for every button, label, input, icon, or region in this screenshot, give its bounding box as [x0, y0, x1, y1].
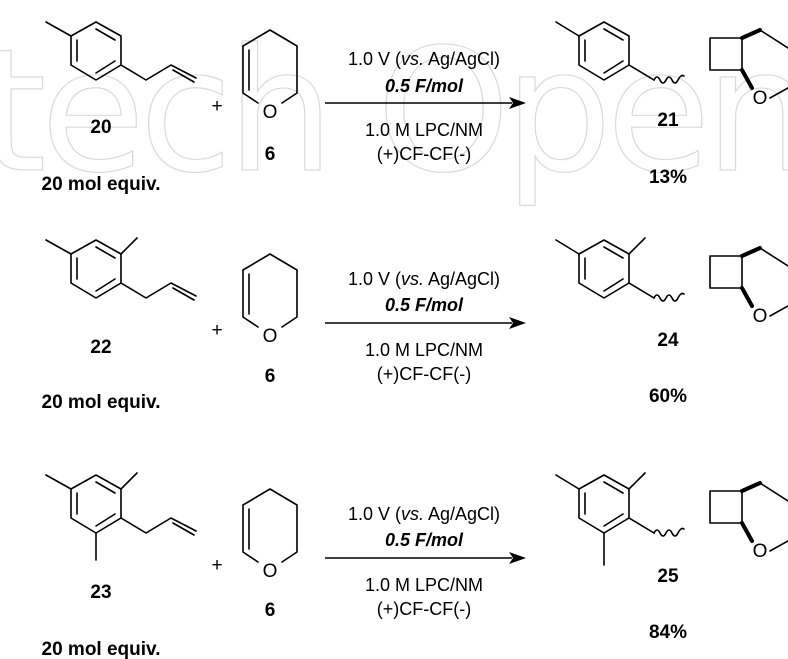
product-oxygen: O	[753, 306, 768, 327]
partner-oxygen: O	[263, 102, 278, 123]
conditions-potential: 1.0 V (vs. Ag/AgCl)	[348, 504, 500, 524]
substrate-20-structure	[45, 21, 197, 83]
partner-id: 6	[265, 144, 276, 165]
reaction-arrow	[325, 552, 526, 564]
conditions: 1.0 V (vs. Ag/AgCl) 0.5 F/mol 1.0 M LPC/…	[348, 504, 500, 619]
conditions: 1.0 V (vs. Ag/AgCl) 0.5 F/mol 1.0 M LPC/…	[348, 269, 500, 384]
conditions-electrodes: (+)CF-CF(-)	[377, 144, 471, 164]
reaction-arrow	[325, 317, 526, 329]
dihydropyran-6-structure	[242, 29, 298, 104]
product-yield: 13%	[649, 167, 687, 188]
substrate-equiv: 20 mol equiv.	[42, 639, 161, 659]
product-id: 24	[657, 330, 679, 351]
dihydropyran-6-structure	[242, 488, 298, 563]
conditions-charge: 0.5 F/mol	[385, 76, 464, 96]
product-oxygen: O	[753, 88, 768, 109]
product-yield: 60%	[649, 386, 687, 407]
conditions-electrolyte: 1.0 M LPC/NM	[365, 575, 483, 595]
watermark: tech Open	[0, 13, 788, 211]
conditions-charge: 0.5 F/mol	[385, 530, 464, 550]
plus-sign: +	[211, 96, 222, 117]
product-21-structure	[555, 21, 788, 99]
partner-oxygen: O	[263, 326, 278, 347]
plus-sign: +	[211, 320, 222, 341]
plus-sign: +	[211, 555, 222, 576]
conditions-electrolyte: 1.0 M LPC/NM	[365, 340, 483, 360]
conditions-electrodes: (+)CF-CF(-)	[377, 364, 471, 384]
product-id: 25	[657, 566, 679, 587]
conditions-charge: 0.5 F/mol	[385, 295, 464, 315]
dihydropyran-6-structure	[242, 253, 298, 328]
product-24-structure	[555, 237, 788, 317]
conditions-electrodes: (+)CF-CF(-)	[377, 599, 471, 619]
conditions-potential: 1.0 V (vs. Ag/AgCl)	[348, 269, 500, 289]
substrate-equiv: 20 mol equiv.	[42, 392, 161, 413]
product-yield: 84%	[649, 622, 687, 643]
reaction-row-2: 22 20 mol equiv. + O 6 1.0 V (vs. Ag/AgC…	[42, 237, 788, 413]
substrate-id: 22	[90, 337, 111, 358]
partner-id: 6	[265, 600, 276, 621]
reaction-row-3: 23 20 mol equiv. + O 6 1.0 V (vs. Ag/AgC…	[42, 472, 788, 659]
substrate-equiv: 20 mol equiv.	[42, 174, 161, 195]
reaction-arrow	[325, 97, 526, 109]
partner-id: 6	[265, 366, 276, 387]
reaction-row-1: 20 20 mol equiv. + O 6 1.0 V (vs. Ag/AgC…	[42, 21, 788, 195]
conditions-electrolyte: 1.0 M LPC/NM	[365, 120, 483, 140]
substrate-23-structure	[45, 472, 197, 561]
partner-oxygen: O	[263, 561, 278, 582]
conditions-potential: 1.0 V (vs. Ag/AgCl)	[348, 49, 500, 69]
product-25-structure	[555, 472, 788, 566]
product-id: 21	[657, 110, 679, 131]
product-oxygen: O	[753, 541, 768, 562]
substrate-22-structure	[45, 237, 197, 301]
substrate-id: 23	[90, 582, 111, 603]
substrate-id: 20	[90, 117, 111, 138]
conditions: 1.0 V (vs. Ag/AgCl) 0.5 F/mol 1.0 M LPC/…	[348, 49, 500, 164]
